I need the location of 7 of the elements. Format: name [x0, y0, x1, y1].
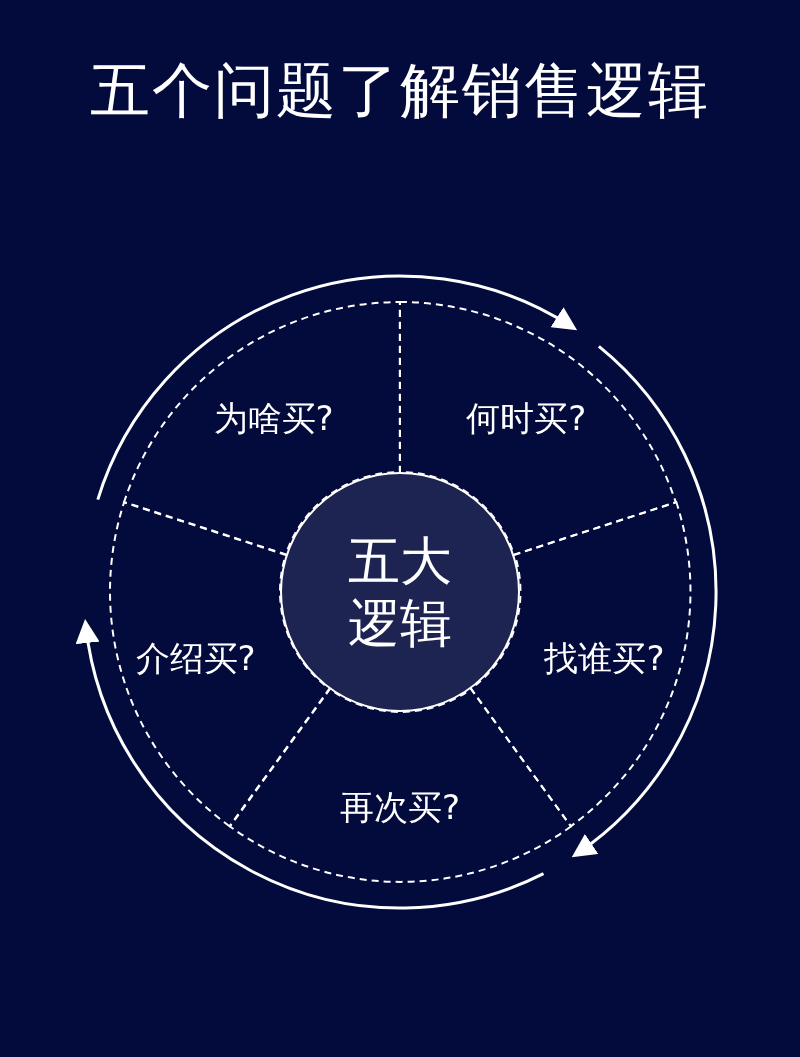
sector-label: 为啥买?	[213, 397, 334, 440]
sector-label: 找谁买?	[544, 637, 665, 680]
center-label: 五大逻辑	[347, 530, 453, 654]
sector-label: 再次买?	[340, 786, 461, 828]
sector-label: 何时买?	[466, 397, 587, 440]
title: 五个问题了解销售逻辑	[89, 54, 711, 127]
sector-label: 介绍买?	[135, 637, 256, 680]
